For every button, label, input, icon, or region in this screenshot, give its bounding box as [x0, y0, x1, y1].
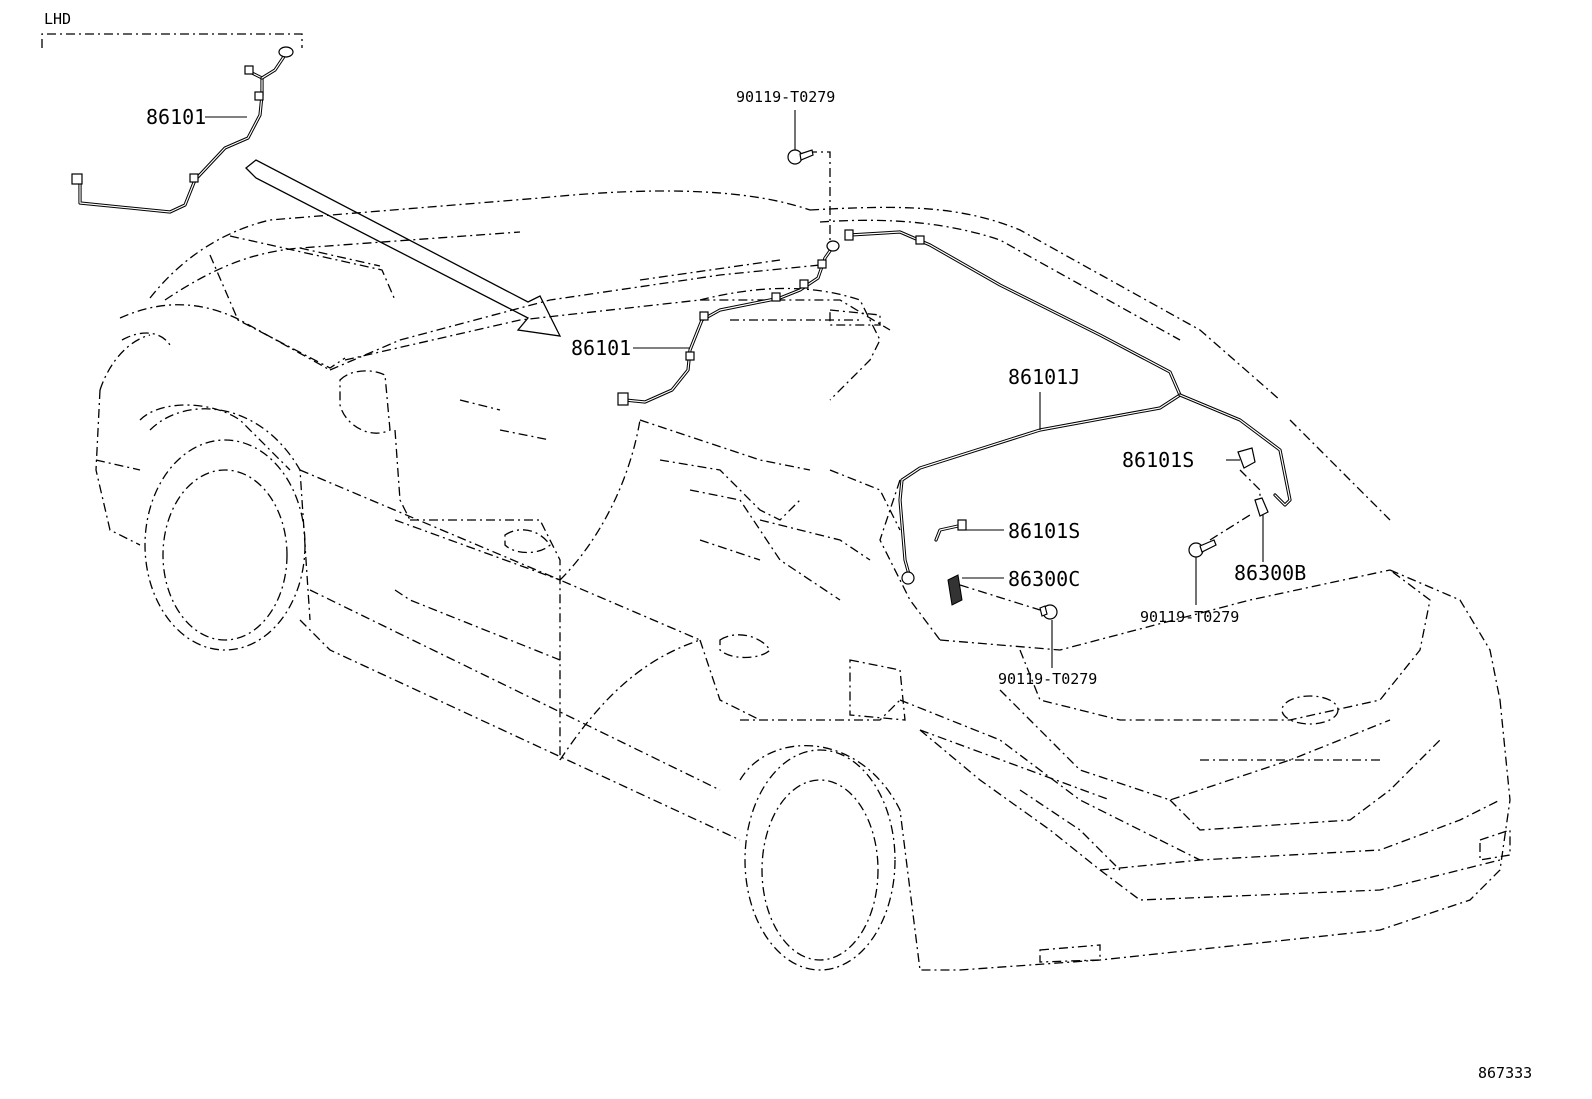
lhd-cable-86101 [71, 46, 294, 214]
part-86101S-right [1237, 447, 1256, 469]
lhd-label: LHD [44, 10, 71, 28]
part-90119-T0279-mid [1039, 604, 1058, 620]
car-body-outline [95, 190, 1511, 971]
callout-86101-main: 86101 [571, 336, 631, 360]
part-86300B [1254, 497, 1269, 517]
leader-lines [633, 110, 1264, 668]
callout-86101S-left: 86101S [1008, 519, 1080, 543]
callout-90119-T0279-top: 90119-T0279 [736, 88, 835, 106]
callout-86101S-right: 86101S [1122, 448, 1194, 472]
part-90119-T0279-right [1188, 539, 1217, 558]
part-86101S-left [934, 519, 967, 542]
callout-86101J: 86101J [1008, 365, 1080, 389]
callout-86300C: 86300C [1008, 567, 1080, 591]
callout-90119-T0279-right: 90119-T0279 [1140, 608, 1239, 626]
callout-90119-T0279-mid: 90119-T0279 [998, 670, 1097, 688]
harness-86101 [617, 240, 840, 406]
part-90119-T0279-top [787, 149, 814, 165]
harness-86101J [844, 229, 1292, 585]
diagram-number: 867333 [1478, 1064, 1532, 1082]
callout-86300B: 86300B [1234, 561, 1306, 585]
part-86300C [947, 574, 963, 606]
callout-86101-inset: 86101 [146, 105, 206, 129]
lhd-inset: LHD 86101 [41, 10, 303, 214]
view-arrow [245, 159, 562, 337]
